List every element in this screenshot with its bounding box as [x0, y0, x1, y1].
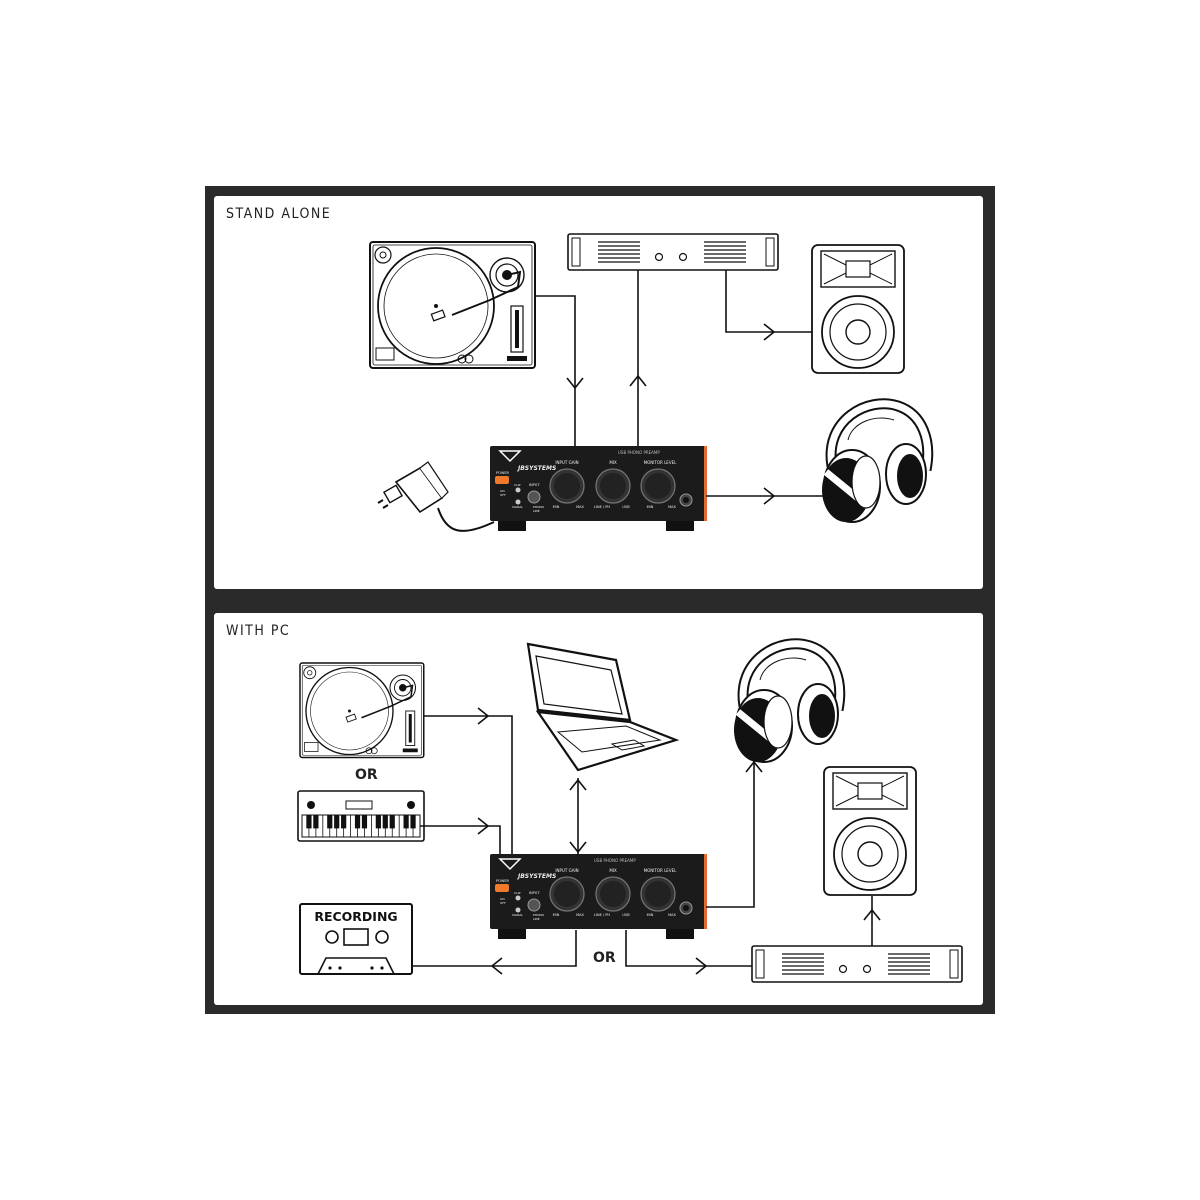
- input-label: INPUT: [529, 891, 540, 895]
- knob-title: MONITOR LEVEL: [644, 460, 677, 465]
- or-label: OR: [593, 950, 616, 966]
- knob-min-label: LINE / PH: [594, 505, 610, 509]
- line-label: LINE: [533, 917, 540, 921]
- knob-max-label: MAX: [668, 505, 676, 509]
- power-off-label: OFF: [500, 493, 506, 497]
- turntable-small-icon: [299, 662, 425, 759]
- headphones-icon: [822, 404, 928, 522]
- clip-label: CLIP: [514, 483, 521, 487]
- knob-max-label: USB: [622, 505, 630, 509]
- turntable-icon: [369, 241, 536, 369]
- model-label: USB PHONO PREAMP: [618, 450, 660, 455]
- phono-label: PHONO: [533, 913, 545, 917]
- line-label: LINE: [533, 509, 540, 513]
- signal-label: SIGNAL: [512, 505, 523, 509]
- power-on-label: ON: [500, 897, 505, 901]
- knob-min-label: MIN: [647, 505, 654, 509]
- preamp-device-2: [489, 853, 708, 940]
- panel-title: WITH PC: [226, 623, 291, 639]
- amplifier-icon: [751, 945, 963, 983]
- knob-title: INPUT GAIN: [555, 460, 578, 465]
- speaker-icon: [811, 244, 905, 374]
- knob-min-label: MIN: [553, 913, 560, 917]
- power-adapter-icon: [377, 461, 495, 532]
- power-label: POWER: [496, 879, 510, 883]
- speaker-icon: [823, 766, 917, 896]
- power-button: [495, 884, 509, 892]
- power-button: [495, 476, 509, 484]
- cassette-icon: [299, 903, 413, 975]
- clip-label: CLIP: [514, 891, 521, 895]
- knob-max-label: MAX: [668, 913, 676, 917]
- knob-max-label: MAX: [576, 505, 584, 509]
- amplifier-icon: [567, 233, 779, 271]
- phono-label: PHONO: [533, 505, 545, 509]
- laptop-icon: [526, 642, 680, 772]
- or-label: OR: [355, 767, 378, 783]
- preamp-device-1: [489, 445, 708, 532]
- knob-max-label: USB: [622, 913, 630, 917]
- connections-panel-2: [412, 707, 881, 975]
- knob-max-label: MAX: [576, 913, 584, 917]
- knob-min-label: MIN: [647, 913, 654, 917]
- model-label: USB PHONO PREAMP: [594, 858, 636, 863]
- keyboard-icon: [297, 790, 425, 842]
- knob-min-label: MIN: [553, 505, 560, 509]
- brand-logo-text: JBSYSTEMS: [517, 873, 556, 880]
- knob-title: MONITOR LEVEL: [644, 868, 677, 873]
- brand-logo-text: JBSYSTEMS: [517, 465, 556, 472]
- connections-panel-1: [535, 270, 842, 505]
- power-on-label: ON: [500, 489, 505, 493]
- knob-title: MIX: [609, 460, 617, 465]
- headphones-icon: [734, 644, 840, 762]
- power-label: POWER: [496, 471, 510, 475]
- knob-min-label: LINE / PH: [594, 913, 610, 917]
- panel-title: STAND ALONE: [226, 206, 332, 222]
- signal-label: SIGNAL: [512, 913, 523, 917]
- input-label: INPUT: [529, 483, 540, 487]
- power-off-label: OFF: [500, 901, 506, 905]
- knob-title: MIX: [609, 868, 617, 873]
- recording-label: RECORDING: [314, 909, 397, 924]
- knob-title: INPUT GAIN: [555, 868, 578, 873]
